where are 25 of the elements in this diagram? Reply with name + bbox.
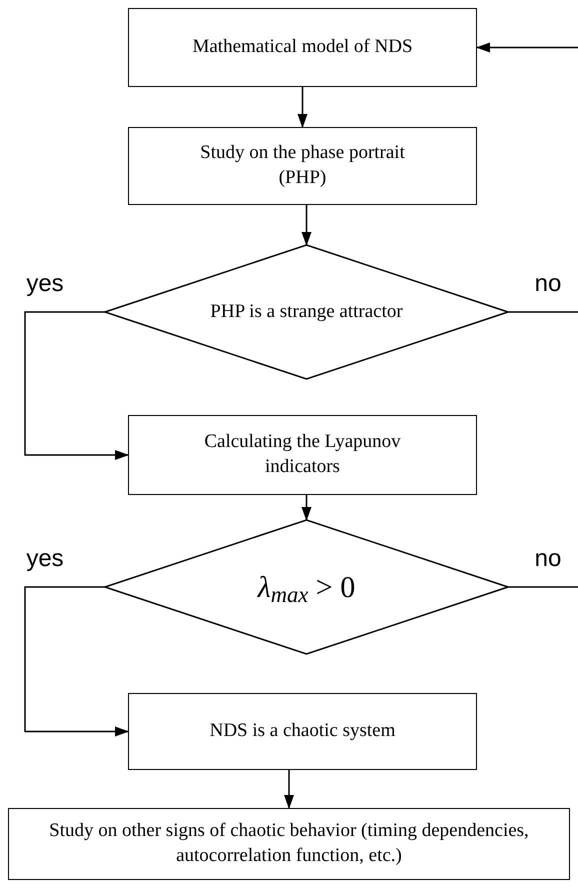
node-text: Calculating the Lyapunov indicators	[203, 430, 402, 479]
decision-diamond	[102, 519, 510, 655]
process-box	[128, 693, 477, 770]
process-box	[8, 808, 570, 880]
edge-label: yes	[26, 547, 64, 571]
arrow	[24, 586, 129, 736]
node-text: PHP is a strange attractor	[210, 300, 403, 324]
process-box	[128, 415, 477, 495]
node-text: Mathematical model of NDS	[192, 35, 413, 60]
edge-label: no	[534, 272, 562, 296]
decision-diamond	[102, 244, 510, 380]
arrow	[302, 205, 312, 246]
node-text: λ$_{max}$ > 0	[258, 570, 356, 606]
process-box	[128, 127, 477, 205]
node-text: NDS is a chaotic system	[210, 719, 396, 744]
edge-label: yes	[26, 272, 64, 296]
edge-label: no	[534, 547, 562, 571]
arrow	[284, 770, 294, 809]
arrow	[302, 495, 312, 521]
arrow	[298, 87, 308, 128]
process-box	[128, 8, 477, 87]
arrow	[476, 42, 578, 52]
node-text: Study on the phase portrait (PHP)	[199, 141, 406, 190]
arrow	[24, 311, 129, 460]
node-text: Study on other signs of chaotic behavior (timing dependencies, autocorrelation function, etc.)	[48, 819, 530, 868]
